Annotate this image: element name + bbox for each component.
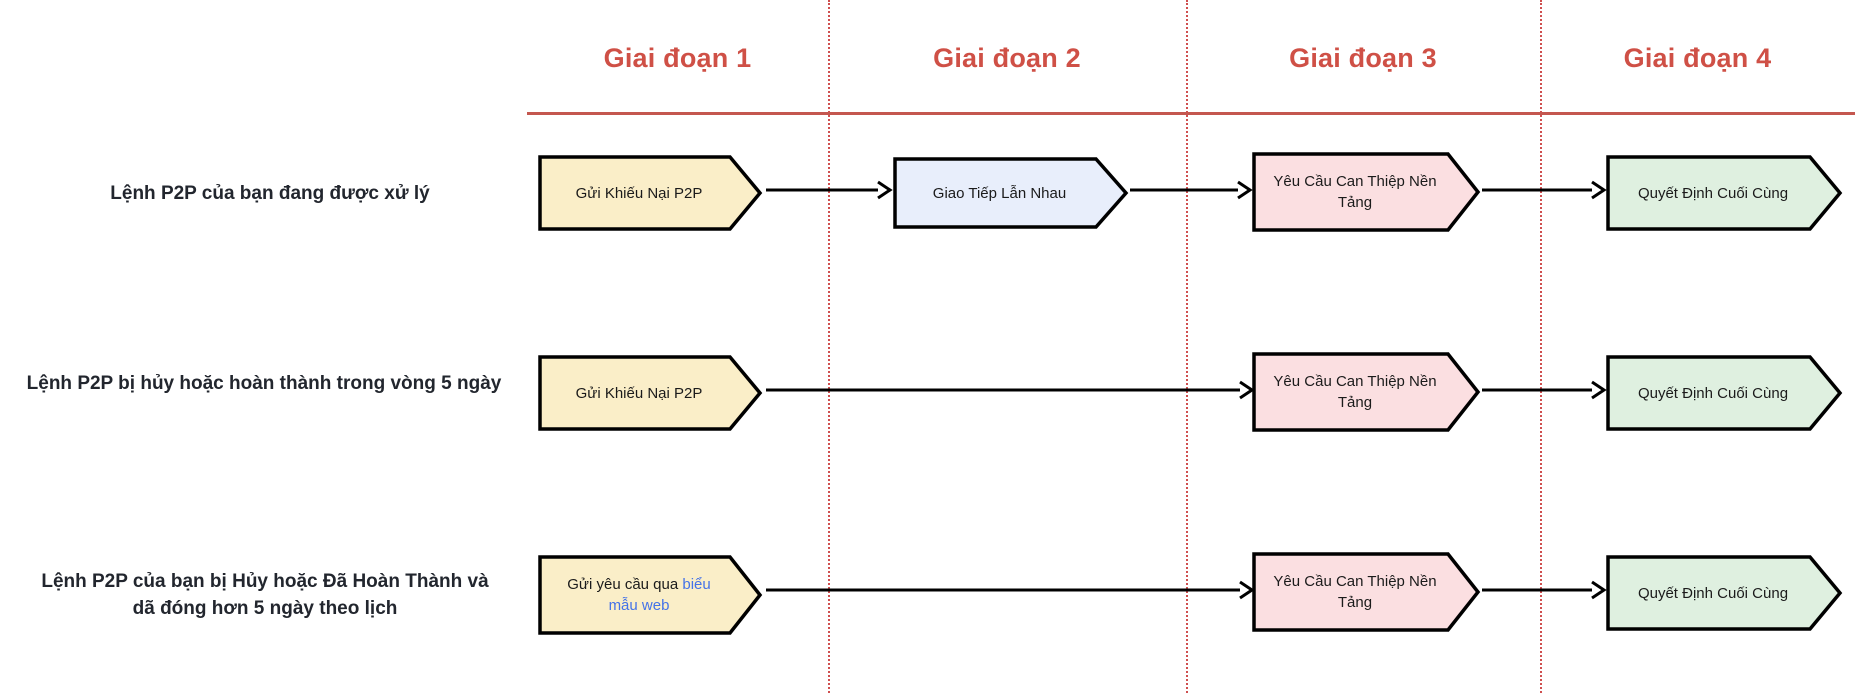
step-label-r3-s1-plain: Gửi yêu cầu qua	[567, 576, 683, 593]
step-box-r2-s3[interactable]: Quyết Định Cuối Cùng	[1606, 355, 1843, 431]
step-label-r2-s1: Gửi Khiếu Nại P2P	[575, 384, 703, 402]
row-label-3: Lệnh P2P của bạn bị Hủy hoặc Đã Hoàn Thà…	[41, 571, 489, 619]
step-box-r1-s2[interactable]: Giao Tiếp Lẫn Nhau	[893, 157, 1129, 229]
step-box-r1-s1[interactable]: Gửi Khiếu Nại P2P	[538, 155, 763, 231]
step-box-r3-s2[interactable]: Yêu Cầu Can Thiệp Nền Tảng	[1252, 552, 1481, 632]
step-label-r1-s1: Gửi Khiếu Nại P2P	[575, 184, 703, 202]
step-box-r2-s2[interactable]: Yêu Cầu Can Thiệp Nền Tảng	[1252, 352, 1481, 432]
connector-r1-2	[1130, 178, 1253, 202]
stage-divider-3	[1540, 0, 1542, 693]
connector-r3-1	[766, 578, 1255, 602]
step-label-r1-s2: Giao Tiếp Lẫn Nhau	[932, 184, 1067, 202]
connector-r3-2	[1482, 578, 1607, 602]
step-label-r1-s3: Yêu Cầu Can Thiệp Nền Tảng	[1273, 173, 1437, 211]
step-label-r1-s4: Quyết Định Cuối Cùng	[1637, 184, 1789, 202]
connector-r1-3	[1482, 178, 1607, 202]
web-form-link[interactable]: biểu mẫu web	[608, 576, 711, 614]
stage-divider-2	[1186, 0, 1188, 693]
step-box-r1-s3[interactable]: Yêu Cầu Can Thiệp Nền Tảng	[1252, 152, 1481, 232]
step-label-r3-s2: Yêu Cầu Can Thiệp Nền Tảng	[1273, 573, 1437, 611]
stage-divider-1	[828, 0, 830, 693]
stage-header-3: Giai đoạn 3	[1289, 43, 1437, 73]
header-rule	[527, 112, 1855, 115]
row-label-1: Lệnh P2P của bạn đang được xử lý	[110, 183, 430, 204]
step-box-r3-s3[interactable]: Quyết Định Cuối Cùng	[1606, 555, 1843, 631]
step-label-r3-s3: Quyết Định Cuối Cùng	[1637, 584, 1789, 602]
step-box-r1-s4[interactable]: Quyết Định Cuối Cùng	[1606, 155, 1843, 231]
connector-r2-2	[1482, 378, 1607, 402]
stage-header-4: Giai đoạn 4	[1623, 43, 1772, 73]
connector-r1-1	[766, 178, 893, 202]
step-box-r2-s1[interactable]: Gửi Khiếu Nại P2P	[538, 355, 763, 431]
connector-r2-1	[766, 378, 1255, 402]
step-label-r2-s3: Quyết Định Cuối Cùng	[1637, 384, 1789, 402]
stage-header-2: Giai đoạn 2	[933, 43, 1081, 73]
step-label-r2-s2: Yêu Cầu Can Thiệp Nền Tảng	[1273, 373, 1437, 411]
step-label-r3-s1: Gửi yêu cầu qua biểu mẫu web	[538, 555, 762, 635]
step-box-r3-s1[interactable]: Gửi yêu cầu qua biểu mẫu web	[538, 555, 763, 635]
stage-header-1: Giai đoạn 1	[603, 43, 752, 73]
row-label-2: Lệnh P2P bị hủy hoặc hoàn thành trong vò…	[26, 373, 502, 394]
